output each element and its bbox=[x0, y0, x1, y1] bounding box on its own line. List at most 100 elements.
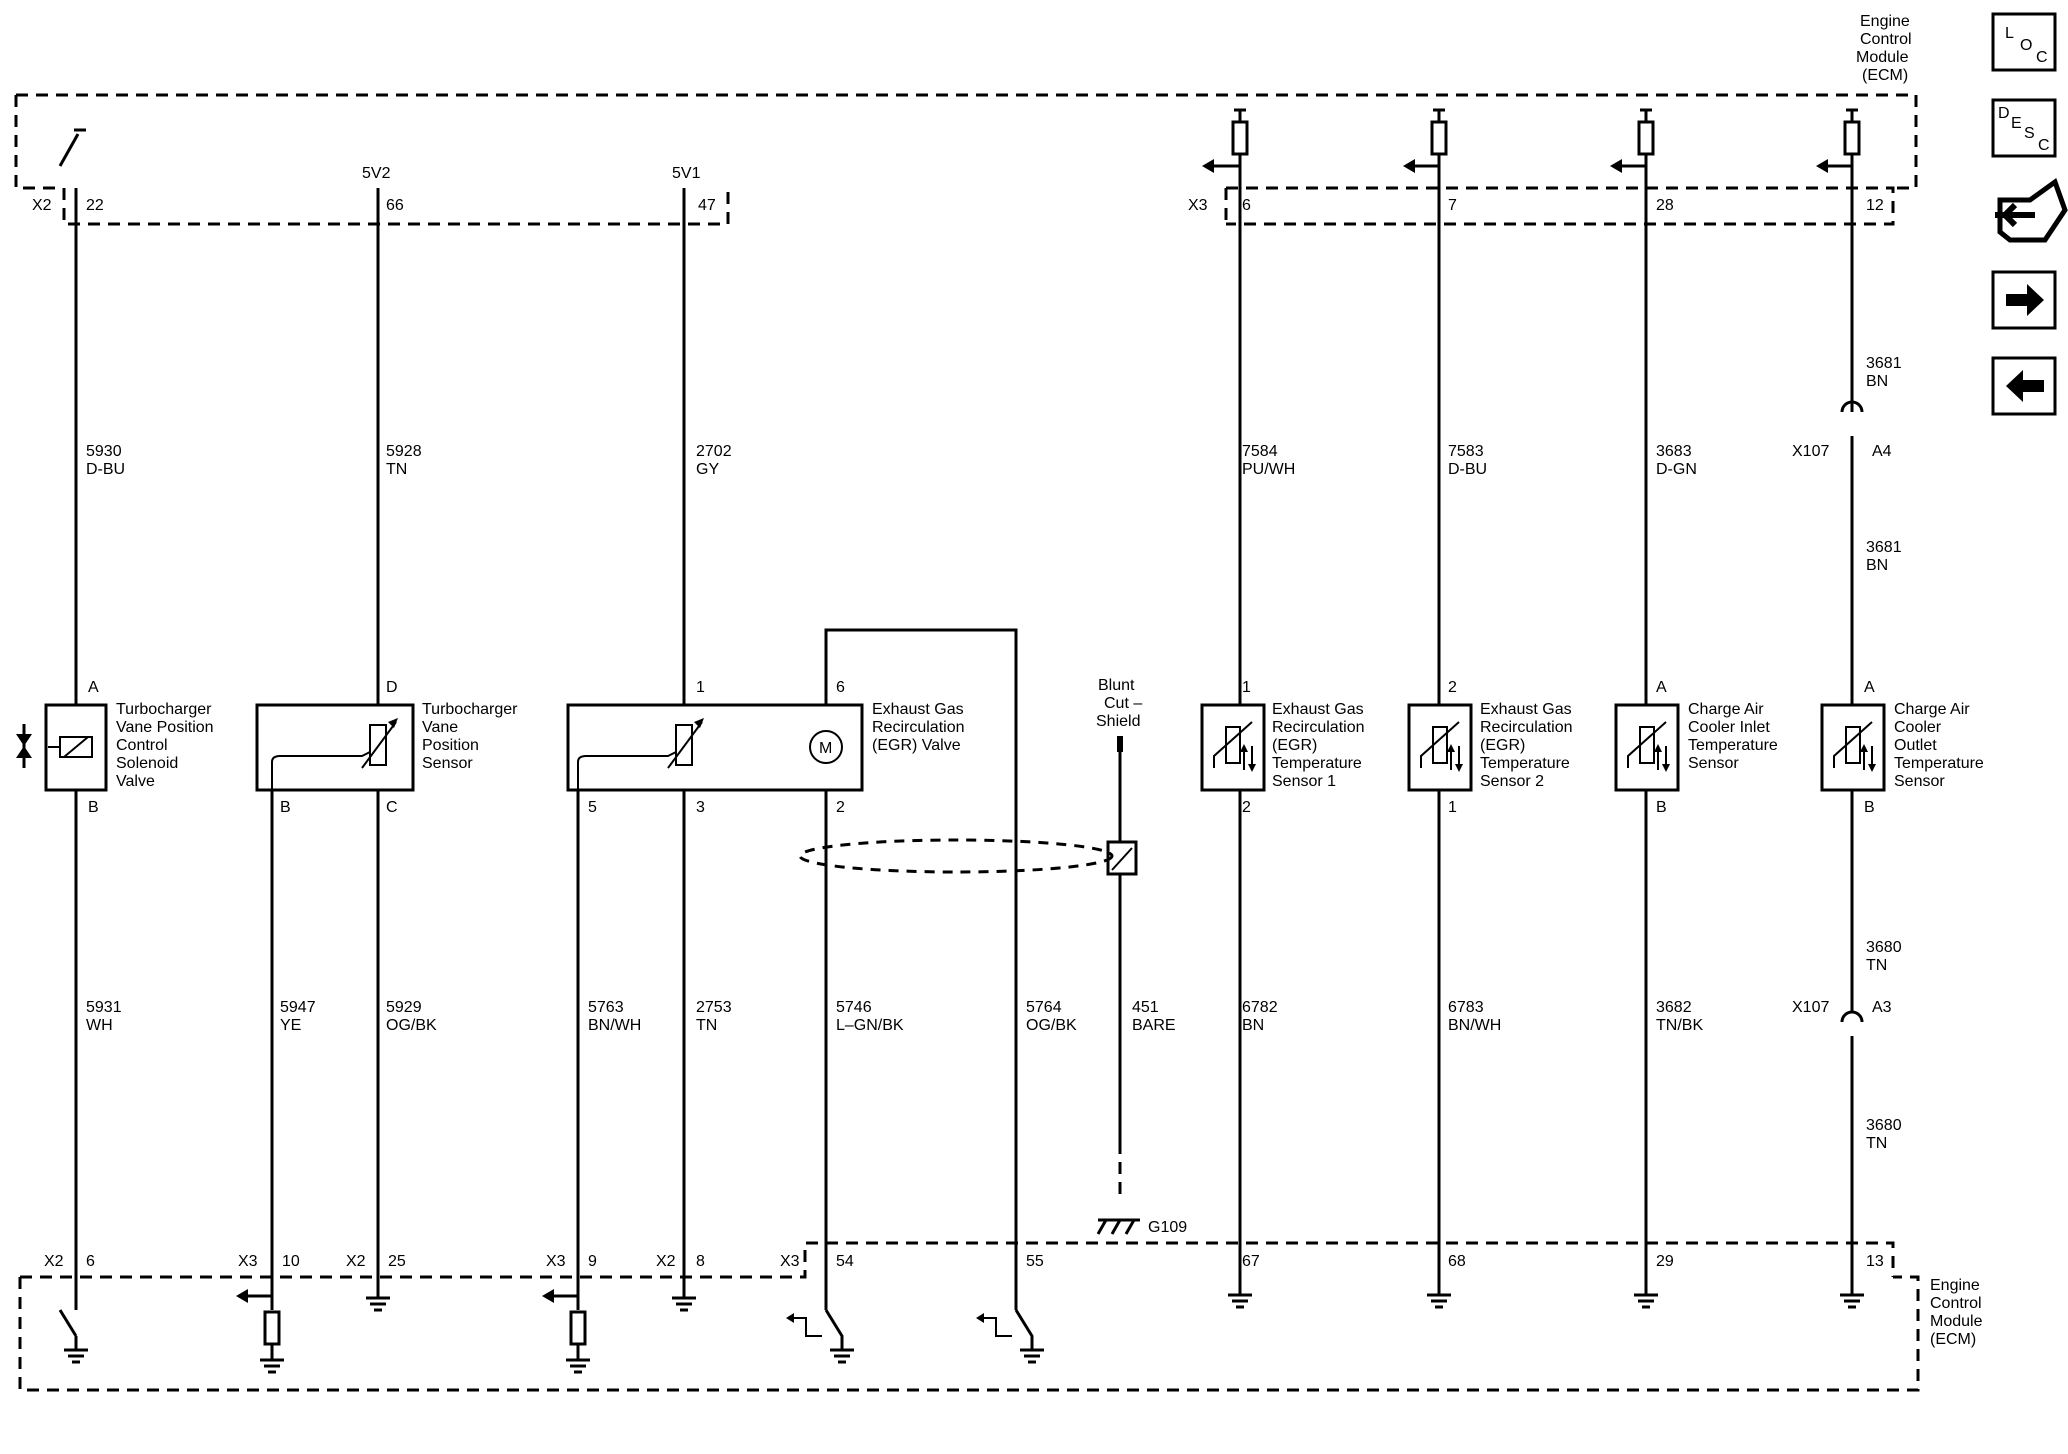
svg-text:S: S bbox=[2024, 125, 2035, 142]
svg-text:BN: BN bbox=[1242, 1017, 1264, 1034]
svg-text:A: A bbox=[1656, 679, 1667, 696]
svg-text:1: 1 bbox=[1242, 679, 1251, 696]
svg-text:PU/WH: PU/WH bbox=[1242, 461, 1295, 478]
svg-text:2: 2 bbox=[1242, 799, 1251, 816]
svg-text:BN/WH: BN/WH bbox=[588, 1017, 641, 1034]
svg-text:A4: A4 bbox=[1872, 443, 1892, 460]
connector-label-x2-bottom: X2 bbox=[656, 1253, 676, 1270]
svg-text:A3: A3 bbox=[1872, 999, 1892, 1016]
svg-text:O: O bbox=[2020, 37, 2032, 54]
pin-label: 47 bbox=[698, 197, 716, 214]
svg-text:6783: 6783 bbox=[1448, 999, 1484, 1016]
svg-text:TN: TN bbox=[1866, 1135, 1887, 1152]
svg-text:D-BU: D-BU bbox=[1448, 461, 1487, 478]
inline-connector-x107-a4: X107 A4 bbox=[1792, 400, 1892, 460]
svg-text:5763: 5763 bbox=[588, 999, 624, 1016]
desc-button[interactable]: D E S C bbox=[1991, 98, 2057, 158]
prev-button[interactable] bbox=[1991, 356, 2057, 416]
connector-label-x3-bottom: X3 bbox=[546, 1253, 566, 1270]
ecm-top-boundary bbox=[14, 93, 1918, 224]
svg-text:5931: 5931 bbox=[86, 999, 122, 1016]
svg-text:BARE: BARE bbox=[1132, 1017, 1176, 1034]
svg-text:YE: YE bbox=[280, 1017, 301, 1034]
pin-label: 68 bbox=[1448, 1253, 1466, 1270]
egr-valve: M 1 6 5 3 2 Exhaust Gas Recirculation (E… bbox=[566, 679, 964, 816]
svg-text:(ECM): (ECM) bbox=[1930, 1331, 1976, 1348]
svg-text:BN: BN bbox=[1866, 557, 1888, 574]
ecm-title-top: Engine Control Module (ECM) bbox=[1856, 13, 1912, 84]
svg-text:Cooler Inlet: Cooler Inlet bbox=[1688, 719, 1770, 736]
svg-text:Turbocharger: Turbocharger bbox=[422, 701, 518, 718]
ecm-resistor-pullup-7 bbox=[1403, 108, 1448, 188]
svg-text:Sensor: Sensor bbox=[1688, 755, 1739, 772]
svg-text:Control: Control bbox=[1930, 1295, 1982, 1312]
svg-text:Recirculation: Recirculation bbox=[1480, 719, 1572, 736]
svg-text:Temperature: Temperature bbox=[1688, 737, 1778, 754]
svg-text:B: B bbox=[1864, 799, 1875, 816]
svg-text:Sensor 2: Sensor 2 bbox=[1480, 773, 1544, 790]
connector-label-x2-top: X2 bbox=[32, 197, 52, 214]
ecm-bottom-boundary bbox=[18, 1241, 1920, 1392]
ecm-resistor-pulldown-10 bbox=[236, 1289, 284, 1374]
turbo-vane-position-sensor: D B C Turbocharger Vane Position Sensor bbox=[255, 679, 518, 816]
ecm-ground-13 bbox=[1840, 1293, 1864, 1309]
next-arrow-icon bbox=[2006, 284, 2044, 316]
svg-text:3680: 3680 bbox=[1866, 939, 1902, 956]
svg-text:B: B bbox=[280, 799, 291, 816]
connector-label-x3-top: X3 bbox=[1188, 197, 1208, 214]
svg-text:BN: BN bbox=[1866, 373, 1888, 390]
pin-label: 66 bbox=[386, 197, 404, 214]
connector-icon bbox=[1997, 178, 2068, 243]
svg-text:2: 2 bbox=[1448, 679, 1457, 696]
wire-egr-motor-high bbox=[824, 628, 1018, 1310]
svg-text:Recirculation: Recirculation bbox=[1272, 719, 1364, 736]
prev-arrow-icon bbox=[2006, 370, 2044, 402]
svg-text:Sensor 1: Sensor 1 bbox=[1272, 773, 1336, 790]
connector-label-x3-bottom: X3 bbox=[238, 1253, 258, 1270]
svg-text:B: B bbox=[88, 799, 99, 816]
svg-text:1: 1 bbox=[696, 679, 705, 696]
svg-text:3681: 3681 bbox=[1866, 539, 1902, 556]
svg-text:Control: Control bbox=[116, 737, 168, 754]
svg-text:Charge Air: Charge Air bbox=[1894, 701, 1970, 718]
svg-text:Module: Module bbox=[1856, 49, 1909, 66]
svg-text:B: B bbox=[1656, 799, 1667, 816]
svg-text:C: C bbox=[2038, 137, 2050, 154]
svg-text:2702: 2702 bbox=[696, 443, 732, 460]
pin-label: 7 bbox=[1448, 197, 1457, 214]
svg-text:(ECM): (ECM) bbox=[1862, 67, 1908, 84]
svg-text:G109: G109 bbox=[1148, 1219, 1187, 1236]
egr-temp-sensor-1: 1 2 Exhaust Gas Recirculation (EGR) Temp… bbox=[1200, 679, 1364, 816]
svg-text:Blunt: Blunt bbox=[1098, 677, 1135, 694]
pin-label: 67 bbox=[1242, 1253, 1260, 1270]
svg-text:X107: X107 bbox=[1792, 443, 1829, 460]
connector-button[interactable] bbox=[1995, 178, 2068, 243]
svg-text:Engine: Engine bbox=[1930, 1277, 1980, 1294]
svg-text:Temperature: Temperature bbox=[1480, 755, 1570, 772]
svg-text:3: 3 bbox=[696, 799, 705, 816]
svg-text:Position: Position bbox=[422, 737, 479, 754]
desc-icon: D bbox=[1998, 105, 2010, 122]
loc-button[interactable]: L O C bbox=[1991, 12, 2057, 72]
svg-text:E: E bbox=[2011, 115, 2022, 132]
svg-text:2753: 2753 bbox=[696, 999, 732, 1016]
svg-text:Solenoid: Solenoid bbox=[116, 755, 178, 772]
svg-text:Exhaust Gas: Exhaust Gas bbox=[872, 701, 964, 718]
pin-label: 55 bbox=[1026, 1253, 1044, 1270]
next-button[interactable] bbox=[1991, 270, 2057, 330]
